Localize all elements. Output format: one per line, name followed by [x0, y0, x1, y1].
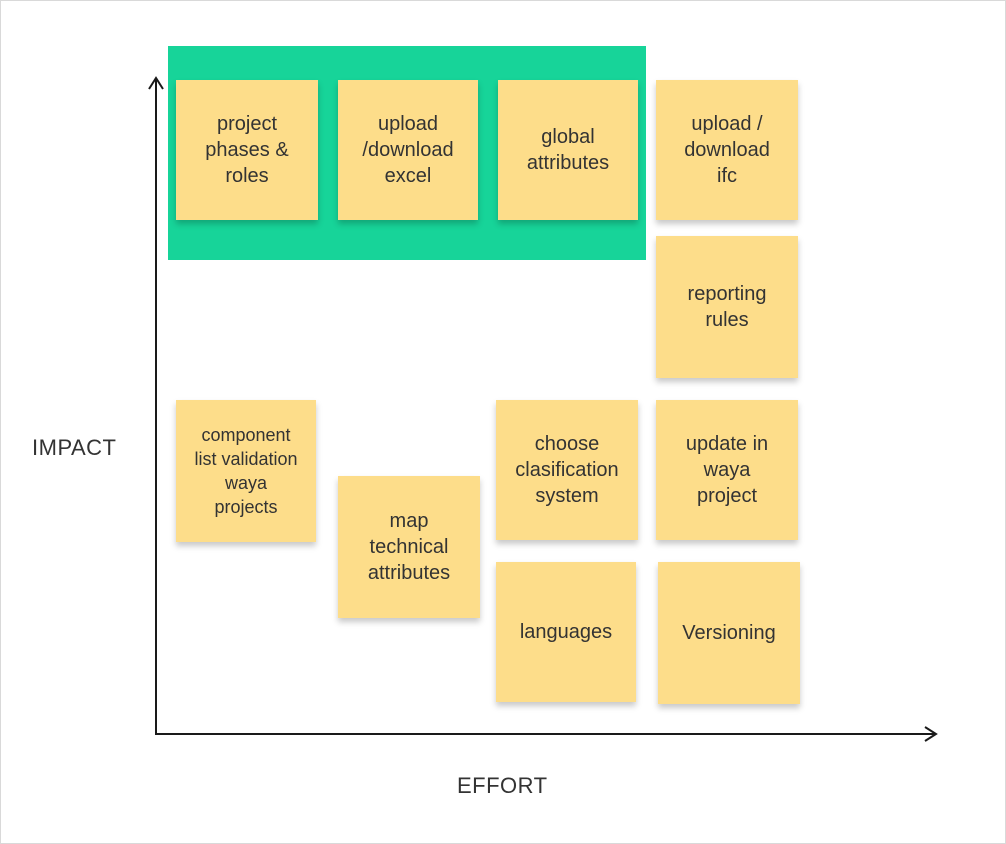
- sticky-note-choose-clasification-system[interactable]: choose clasification system: [496, 400, 638, 540]
- sticky-note-upload-download-ifc[interactable]: upload / download ifc: [656, 80, 798, 220]
- sticky-note-upload-download-excel[interactable]: upload /download excel: [338, 80, 478, 220]
- sticky-note-global-attributes[interactable]: global attributes: [498, 80, 638, 220]
- x-axis-arrowhead: [924, 726, 938, 742]
- y-axis-arrowhead: [148, 76, 164, 90]
- sticky-note-map-technical-attributes[interactable]: map technical attributes: [338, 476, 480, 618]
- sticky-note-versioning[interactable]: Versioning: [658, 562, 800, 704]
- y-axis-label: IMPACT: [32, 435, 117, 460]
- sticky-note-update-in-waya-project[interactable]: update in waya project: [656, 400, 798, 540]
- x-axis-label: EFFORT: [457, 773, 548, 798]
- sticky-note-reporting-rules[interactable]: reporting rules: [656, 236, 798, 378]
- sticky-note-project-phases[interactable]: project phases & roles: [176, 80, 318, 220]
- sticky-note-languages[interactable]: languages: [496, 562, 636, 702]
- sticky-note-component-list-validation[interactable]: component list validation waya projects: [176, 400, 316, 542]
